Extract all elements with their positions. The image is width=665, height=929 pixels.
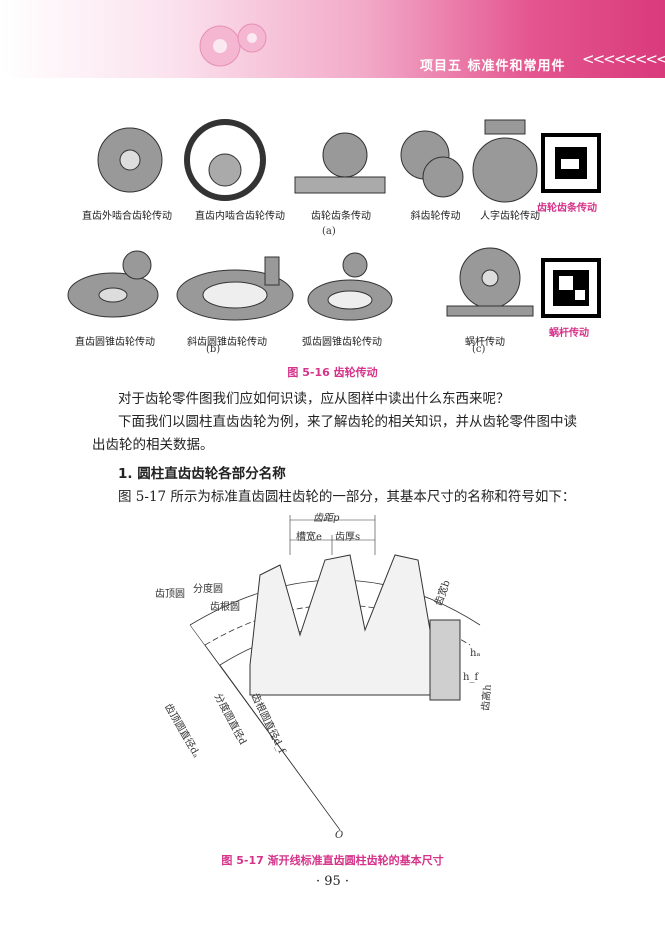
- gear-teeth-body: [249, 554, 461, 696]
- figure-5-17-caption: 图 5-17 渐开线标准直齿圆柱齿轮的基本尺寸: [221, 854, 444, 867]
- label-pitch: 齿距p: [313, 513, 340, 524]
- qr-code-icon: [541, 133, 601, 193]
- tooth-section: [429, 619, 461, 701]
- gear-decoration-icon: [199, 23, 267, 67]
- label-center-o: O: [335, 830, 344, 841]
- chapter-title: 项目五 标准件和常用件: [420, 59, 566, 74]
- header-chevrons-icon: <<<<<<<<: [582, 50, 665, 68]
- gear-dimension-diagram: [189, 515, 481, 831]
- figure-5-16-caption: 图 5-16 齿轮传动: [287, 366, 378, 379]
- caption-straight-bevel: 直齿圆锥齿轮传动: [75, 337, 155, 348]
- label-ha: hₐ: [470, 648, 481, 659]
- label-hf: h_f: [463, 672, 479, 683]
- section-heading: 1. 圆柱直齿齿轮各部分名称: [118, 466, 286, 482]
- qr-label-worm: 蜗杆传动: [549, 328, 589, 339]
- caption-rack-pinion: 齿轮齿条传动: [311, 211, 371, 222]
- caption-herringbone: 人字齿轮传动: [480, 211, 540, 222]
- paragraph-1: 对于齿轮零件图我们应如何识读，应从图样中读出什么东西来呢？: [118, 391, 510, 407]
- sub-label-c: (c): [472, 344, 486, 355]
- label-space-width: 槽宽e: [296, 532, 322, 543]
- herringbone-gear-icon: [472, 119, 538, 203]
- internal-gear-icon: [184, 119, 266, 201]
- worm-gear-illustration: [446, 247, 534, 317]
- qr-code-icon: [541, 258, 601, 318]
- paragraph-3: 图 5-17 所示为标准直齿圆柱齿轮的一部分，其基本尺寸的名称和符号如下：: [118, 489, 576, 505]
- caption-spiral-bevel: 弧齿圆锥齿轮传动: [302, 337, 382, 348]
- caption-helical: 斜齿轮传动: [410, 211, 461, 222]
- caption-external-spur: 直齿外啮合齿轮传动: [82, 211, 172, 222]
- label-tooth-height: 齿高h: [480, 684, 494, 712]
- helical-gear-icon: [400, 130, 464, 198]
- sub-label-b: (b): [206, 344, 221, 355]
- gear-illustrations-row-a: [97, 119, 538, 203]
- caption-worm: 蜗杆传动: [465, 337, 505, 348]
- label-root-circle: 齿根圆: [210, 602, 240, 613]
- caption-internal-spur: 直齿内啮合齿轮传动: [195, 211, 285, 222]
- helical-bevel-gear-icon: [176, 256, 294, 321]
- straight-bevel-gear-icon: [67, 250, 159, 318]
- spiral-bevel-gear-icon: [307, 252, 393, 321]
- page-number: · 95 ·: [315, 874, 350, 889]
- page-header: 项目五 标准件和常用件 <<<<<<<<: [0, 0, 665, 78]
- caption-helical-bevel: 斜齿圆锥齿轮传动: [187, 337, 267, 348]
- gear-illustrations-row-b: [67, 250, 393, 321]
- label-tip-circle: 齿顶圆: [155, 589, 185, 600]
- sub-label-a: (a): [322, 226, 336, 237]
- rack-pinion-icon: [294, 132, 386, 194]
- label-pitch-circle: 分度圆: [193, 584, 223, 595]
- external-spur-gear-icon: [97, 127, 163, 193]
- pitch-circle-arc: [204, 604, 471, 646]
- qr-label-rack: 齿轮齿条传动: [537, 203, 597, 214]
- worm-gear-icon: [446, 247, 534, 317]
- label-tooth-thickness: 齿厚s: [335, 532, 361, 543]
- paragraph-2: 下面我们以圆柱直齿齿轮为例，来了解齿轮的相关知识，并从齿轮零件图中读出齿轮的相关…: [92, 414, 577, 453]
